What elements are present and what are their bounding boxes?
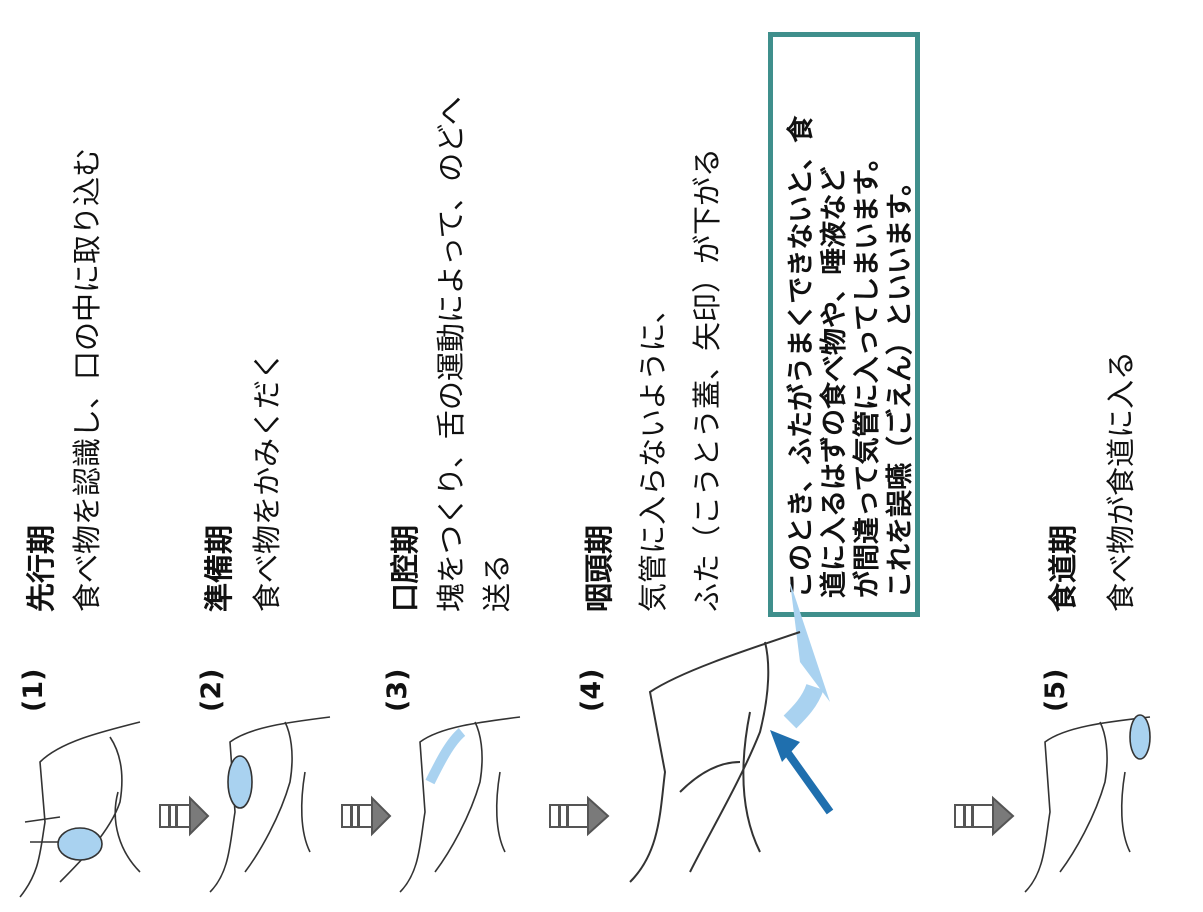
flow-arrow-4 xyxy=(954,795,1015,837)
callout-pointer xyxy=(790,582,830,702)
sketch-stage-3 xyxy=(399,716,521,893)
flow-arrow-1 xyxy=(159,795,210,837)
sketch-stage-1 xyxy=(19,721,141,898)
sketch-stage-2 xyxy=(209,716,331,893)
sketch-stage-4 xyxy=(629,631,834,883)
flow-arrow-3 xyxy=(549,795,610,837)
sketch-stage-5 xyxy=(1024,714,1151,893)
flow-arrow-2 xyxy=(341,795,392,837)
